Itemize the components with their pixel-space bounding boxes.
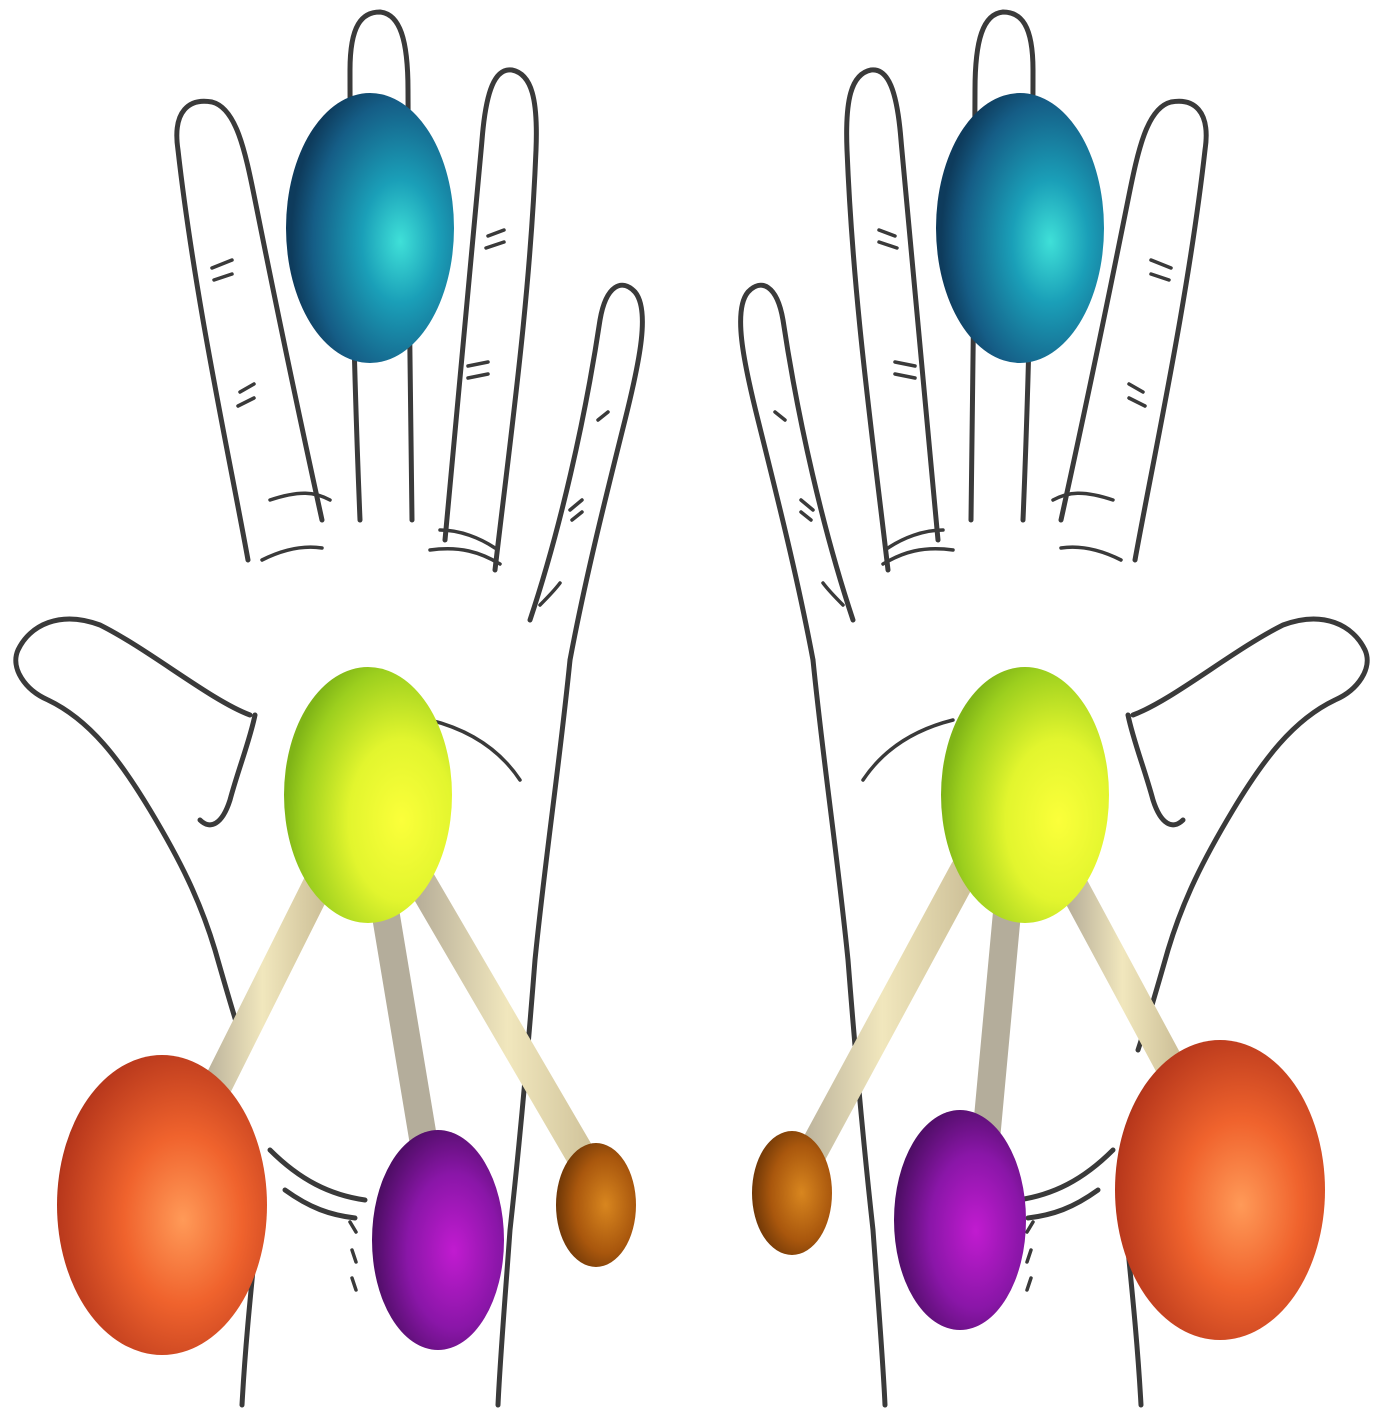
left-hand-thumb-inner xyxy=(200,715,255,825)
right-hand-pinky xyxy=(741,285,853,660)
left-atom-brown xyxy=(556,1143,636,1267)
right-hand-thumb-inner xyxy=(1128,715,1183,825)
left-bond-green-purple xyxy=(380,880,425,1150)
left-atom-purple xyxy=(372,1130,504,1350)
left-atom-blue xyxy=(286,93,454,363)
right-atom-green xyxy=(941,667,1109,923)
right-atom-brown xyxy=(752,1131,832,1255)
left-hand-thumb xyxy=(16,619,250,1050)
left-atom-red xyxy=(57,1055,267,1355)
left-hand-pinky xyxy=(530,285,642,660)
left-bond-green-red xyxy=(205,880,320,1110)
left-atom-green xyxy=(284,667,452,923)
right-bond-green-purple xyxy=(985,880,1010,1150)
right-molecule xyxy=(752,93,1325,1340)
right-hand-ring-finger xyxy=(847,70,938,570)
right-hand-thumb xyxy=(1133,619,1367,1050)
right-atom-purple xyxy=(894,1110,1026,1330)
right-atom-blue xyxy=(936,93,1104,363)
left-molecule xyxy=(57,93,636,1355)
right-atom-red xyxy=(1115,1040,1325,1340)
left-hand-ring-finger xyxy=(445,70,536,570)
